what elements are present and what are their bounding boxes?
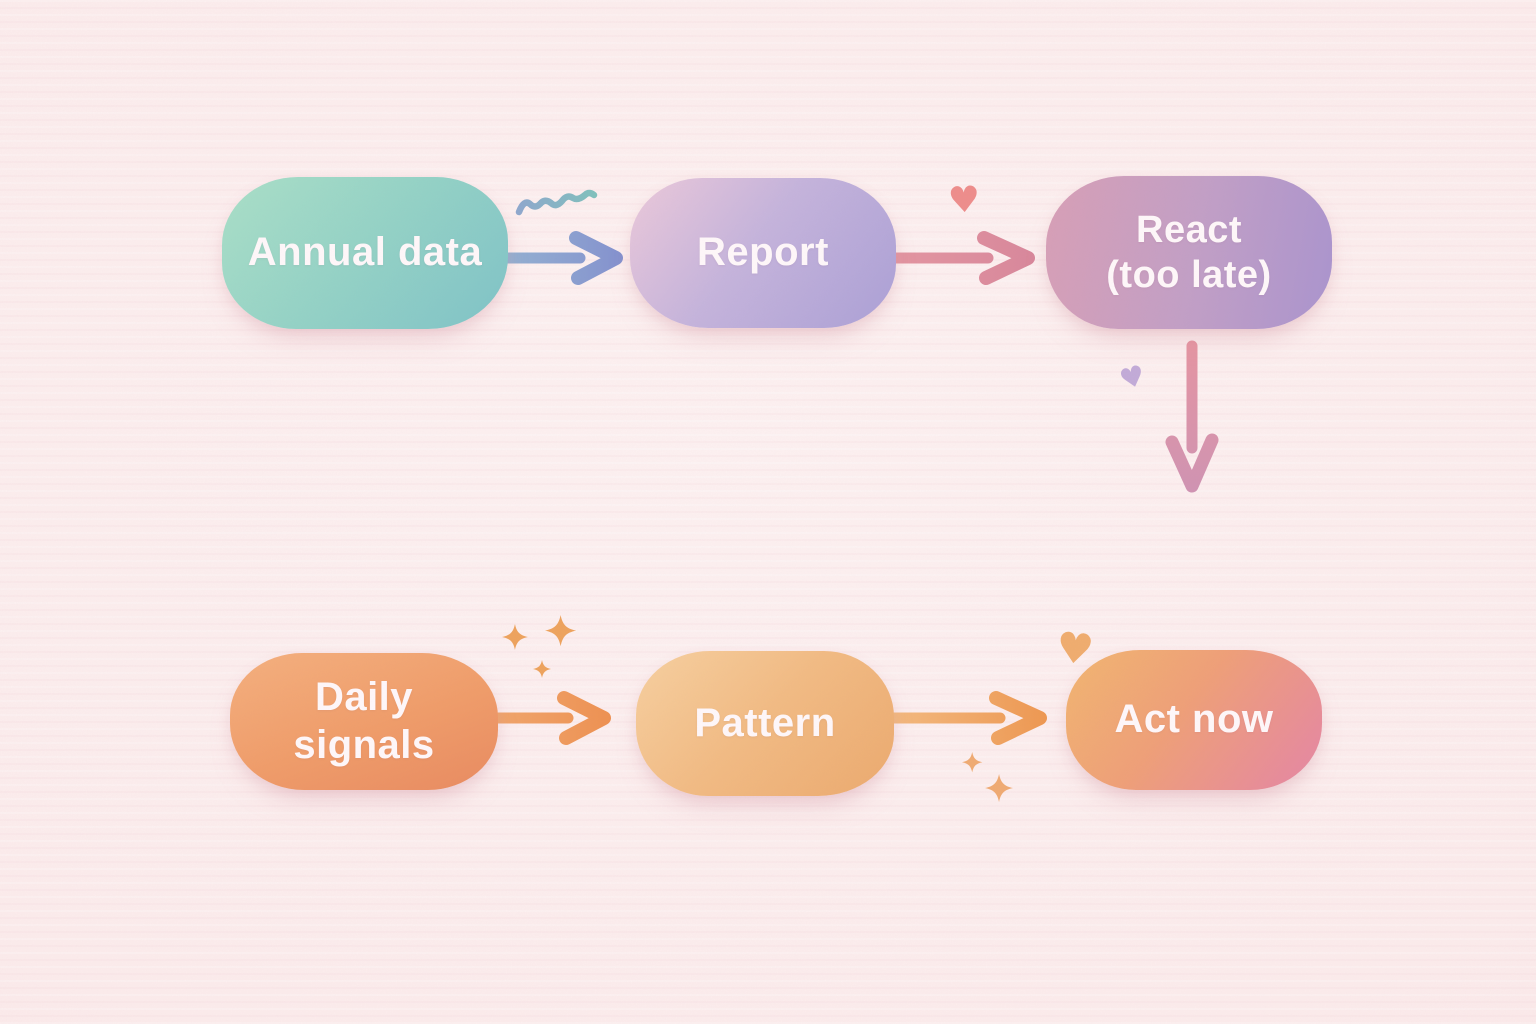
node-label-line: Pattern: [694, 700, 836, 745]
sparkles-icon: [962, 752, 1014, 803]
node-pattern: Pattern: [636, 651, 894, 796]
node-label-line: Daily: [314, 675, 414, 720]
squiggle-icon: [515, 189, 598, 216]
node-label: Annual data: [248, 229, 482, 276]
arrow-right-icon-signals-to-pattern: [490, 691, 611, 745]
heart-icon: ♥: [946, 179, 982, 222]
node-report: Report: [630, 178, 896, 328]
node-label: Daily signals: [293, 674, 434, 768]
node-label: React (too late): [1106, 208, 1271, 298]
heart-icon: ♥: [1053, 622, 1097, 675]
arrow-right-icon-pattern-to-act: [888, 691, 1047, 745]
node-daily-signals: Daily signals: [230, 653, 498, 790]
node-label-line: Annual data: [247, 230, 483, 275]
node-act-now: Act now: [1066, 650, 1322, 790]
node-label-line: (too late): [1106, 253, 1272, 296]
arrow-right-icon-annual-to-report: [498, 231, 623, 285]
heart-icon: ♥: [1115, 358, 1150, 397]
arrow-down-icon-react: [1165, 340, 1219, 493]
node-annual-data: Annual data: [222, 177, 508, 329]
node-label: Report: [697, 229, 829, 276]
node-label-line: signals: [293, 722, 435, 767]
node-label: Act now: [1114, 696, 1273, 743]
node-label-line: React: [1136, 208, 1242, 251]
arrow-right-icon-report-to-react: [888, 231, 1035, 285]
node-label: Pattern: [694, 700, 835, 747]
node-react-too-late: React (too late): [1046, 176, 1332, 329]
node-label-line: Report: [697, 230, 829, 275]
sparkles-icon: [502, 615, 577, 678]
node-label-line: Act now: [1114, 697, 1274, 742]
